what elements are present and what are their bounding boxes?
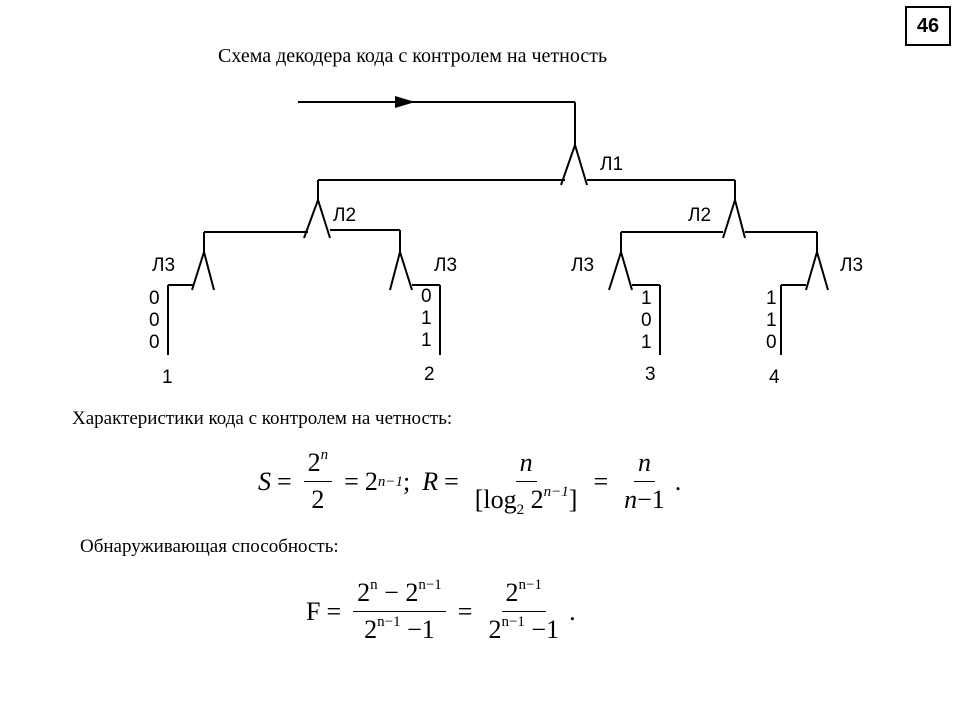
equals-sign: =: [344, 466, 359, 496]
base-two: 2: [307, 448, 321, 477]
minus-sign: −: [384, 578, 399, 607]
output-2-bit-3: 1: [421, 330, 432, 351]
minus-one: −1: [407, 615, 435, 644]
detection-heading: Обнаруживающая способность:: [80, 536, 339, 557]
exponent-n-minus-1: n−1: [543, 484, 569, 500]
semicolon: ;: [402, 466, 411, 496]
equals-sign: =: [457, 596, 473, 626]
l1-label: Л1: [600, 154, 623, 175]
output-4-bit-3: 0: [766, 332, 777, 353]
output-2-bit-2: 1: [421, 308, 432, 329]
output-2-bit-1: 0: [421, 286, 432, 307]
input-arrowhead: [395, 96, 415, 108]
l3-label-3: Л3: [571, 255, 594, 276]
fraction-f-right: 2n−1 2n−1 −1: [484, 578, 563, 645]
fraction-n-over-n-minus-1: n n−1: [620, 448, 669, 515]
s-symbol: S: [258, 466, 271, 496]
l1-switch: [560, 141, 588, 186]
exponent-n-minus-1: n−1: [377, 614, 401, 630]
exponent-n: n: [320, 447, 329, 463]
formula-f: F = 2n − 2n−1 2n−1 −1 = 2n−1 2n−1 −1 .: [306, 578, 576, 645]
f-symbol: F: [306, 596, 321, 626]
output-1-number: 1: [162, 367, 173, 388]
output-4-bit-2: 1: [766, 310, 777, 331]
equals-sign: =: [277, 466, 292, 496]
output-4-number: 4: [769, 367, 780, 388]
l2-left-switch: [303, 196, 331, 239]
base-two: 2: [364, 615, 378, 644]
fraction-2n-over-2: 2n 2: [303, 447, 333, 515]
l3-4-switch: [805, 248, 829, 291]
output-4-bit-1: 1: [766, 288, 777, 309]
equals-sign: =: [444, 466, 459, 496]
output-1-bit-2: 0: [149, 310, 160, 331]
exponent-n-minus-1: n−1: [418, 577, 442, 593]
r-symbol: R: [422, 466, 439, 496]
denominator-n: n: [624, 485, 638, 514]
fraction-n-over-log: n [log2 2n−1]: [471, 448, 582, 518]
exponent-n: n: [370, 577, 378, 593]
equals-sign: =: [593, 466, 609, 496]
base-two: 2: [530, 485, 544, 514]
l2-right-label: Л2: [688, 205, 711, 226]
denominator-minus-one: −1: [637, 485, 665, 514]
l3-3-switch: [608, 248, 633, 291]
diagram-title: Схема декодера кода с контролем на четно…: [218, 45, 608, 67]
minus-one: −1: [531, 615, 560, 644]
log-open: [log: [474, 485, 517, 514]
l3-1-switch: [191, 248, 215, 291]
exponent-n-minus-1: n−1: [501, 614, 525, 630]
denominator-two: 2: [311, 485, 325, 514]
base-two: 2: [505, 578, 519, 607]
decoder-tree-diagram: Л1 Л2 Л2 Л3 Л3 Л3 Л3 0 0 0 1 0 1 1 2 1 0…: [149, 96, 863, 388]
equals-sign: =: [326, 596, 342, 626]
log-base: 2: [516, 502, 525, 518]
l2-right-switch: [722, 196, 746, 239]
numerator-n: n: [633, 448, 655, 482]
base-two: 2: [364, 466, 378, 496]
l3-label-4: Л3: [840, 255, 863, 276]
output-3-bit-3: 1: [641, 332, 652, 353]
numerator-n: n: [515, 448, 537, 482]
output-1-bit-3: 0: [149, 332, 160, 353]
l2-left-label: Л2: [333, 205, 356, 226]
output-3-bit-1: 1: [641, 288, 652, 309]
page-number: 46: [905, 6, 951, 46]
period: .: [674, 466, 682, 496]
log-close: ]: [568, 485, 578, 514]
output-3-bit-2: 0: [641, 310, 652, 331]
base-two: 2: [357, 578, 371, 607]
output-2-number: 2: [424, 364, 435, 385]
fraction-f-left: 2n − 2n−1 2n−1 −1: [353, 578, 446, 645]
output-3-number: 3: [645, 364, 656, 385]
l3-2-switch: [389, 248, 413, 291]
characteristics-heading: Характеристики кода с контролем на четно…: [72, 408, 453, 429]
base-two: 2: [405, 578, 419, 607]
l3-label-1: Л3: [152, 255, 175, 276]
exponent-n-minus-1: n−1: [518, 577, 542, 593]
base-two: 2: [488, 615, 502, 644]
period: .: [569, 596, 576, 626]
output-1-bit-1: 0: [149, 288, 160, 309]
l3-label-2: Л3: [434, 255, 457, 276]
